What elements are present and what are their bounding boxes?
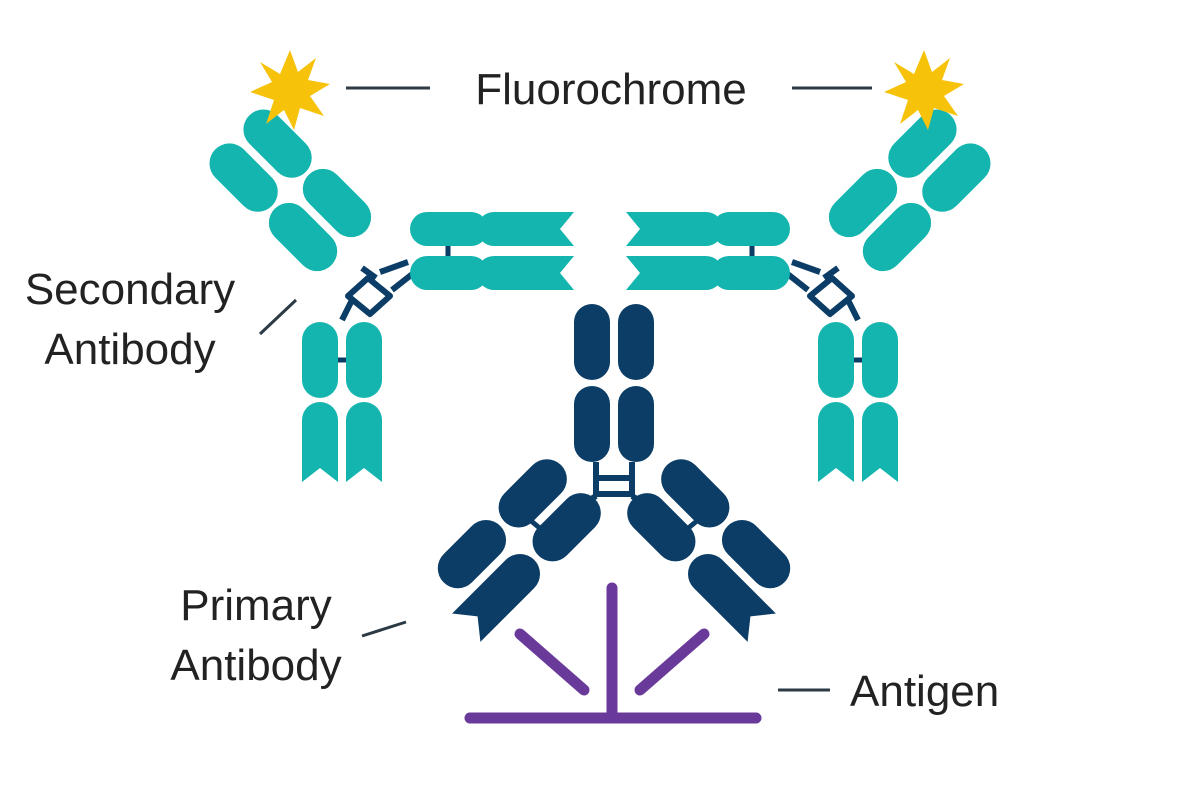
starburst-icon <box>250 50 330 130</box>
label-secondary-antibody-line2: Antibody <box>44 325 215 374</box>
secondary-antibody-left <box>209 109 574 482</box>
label-antigen: Antigen <box>850 667 999 716</box>
primary-antibody <box>437 304 791 642</box>
label-secondary-antibody-line1: Secondary <box>25 265 235 314</box>
leader-lines <box>258 86 872 692</box>
label-primary-antibody-line2: Antibody <box>170 641 341 690</box>
starburst-icon <box>884 50 964 130</box>
label-primary-antibody-line1: Primary <box>180 581 332 630</box>
antigen <box>464 582 762 724</box>
label-fluorochrome: Fluorochrome <box>475 65 746 114</box>
secondary-antibody-right <box>626 109 991 482</box>
